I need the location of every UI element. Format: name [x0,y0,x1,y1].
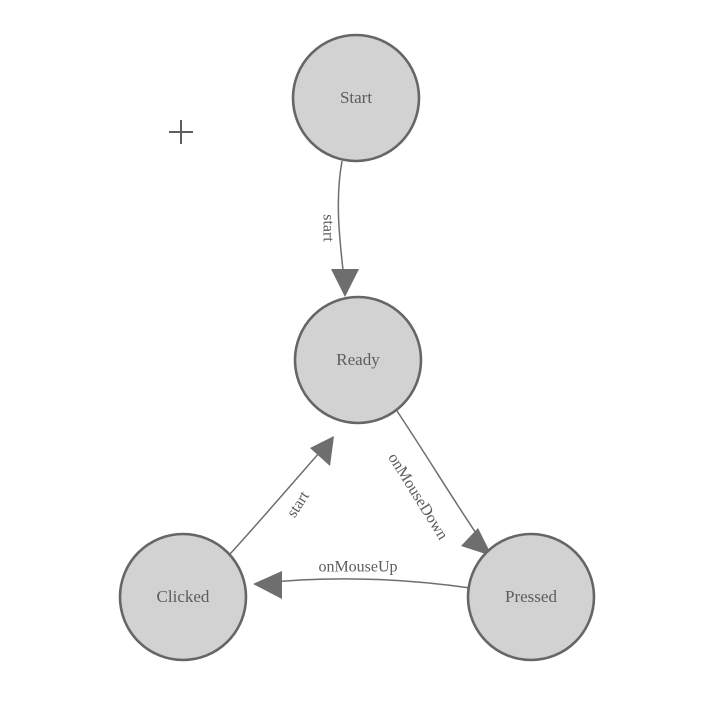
node-shape-start[interactable] [291,33,421,163]
node-shape-pressed[interactable] [466,532,596,662]
node-label-clicked: Clicked [157,587,210,606]
edge-label-ready-to-pressed[interactable]: onMouseDown [384,450,451,543]
arrowhead-icon-clicked-to-ready [310,436,334,466]
node-label-pressed: Pressed [505,587,557,606]
edge-line-clicked-to-ready[interactable] [229,443,328,555]
crosshair-icon [169,120,193,144]
edge-clicked-to-ready[interactable]: start [229,436,334,555]
edge-label-clicked-to-ready[interactable]: start [284,488,314,521]
edge-pressed-to-clicked[interactable]: onMouseUp [253,559,471,599]
edge-label-start-to-ready[interactable]: start [319,214,336,242]
edge-line-pressed-to-clicked[interactable] [261,578,471,589]
cursor-layer [169,120,193,144]
arrowhead-icon-pressed-to-clicked [253,571,282,599]
node-clicked[interactable]: Clicked [118,532,248,662]
edge-ready-to-pressed[interactable]: onMouseDown [384,407,492,556]
node-shape-ready[interactable] [293,295,423,425]
arrowhead-icon-start-to-ready [331,269,359,297]
node-ready[interactable]: Ready [293,295,423,425]
node-label-ready: Ready [336,350,380,369]
node-pressed[interactable]: Pressed [466,532,596,662]
node-shape-clicked[interactable] [118,532,248,662]
node-label-start: Start [340,88,372,107]
node-start[interactable]: Start [291,33,421,163]
edge-label-pressed-to-clicked[interactable]: onMouseUp [318,559,397,576]
edge-start-to-ready[interactable]: start [319,160,359,297]
arrowhead-icon-ready-to-pressed [461,528,492,556]
edge-line-start-to-ready[interactable] [337,160,346,289]
